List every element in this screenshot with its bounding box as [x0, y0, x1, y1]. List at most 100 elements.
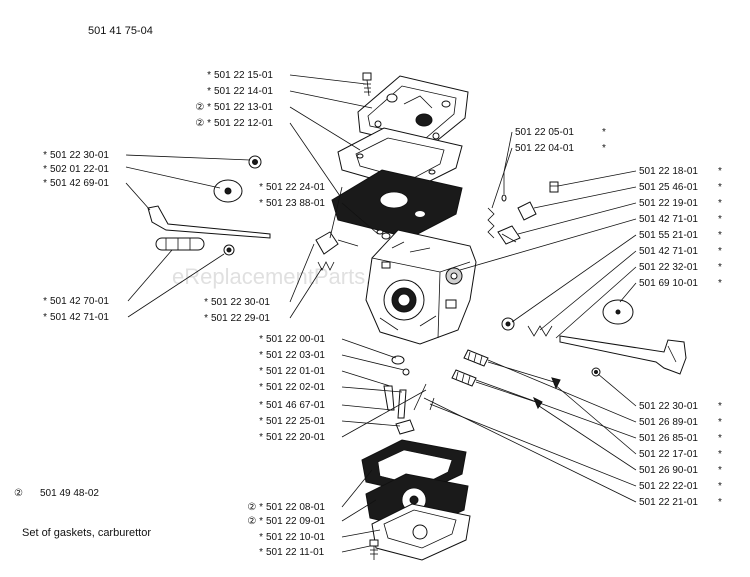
callout-part-number: 501 42 71-01 — [50, 312, 109, 323]
callout-part-number: 501 26 90-01 — [639, 465, 698, 476]
callout-mark: * — [718, 481, 722, 492]
callout-mark: * — [718, 465, 722, 476]
callout-part-number: 501 22 25-01 — [266, 416, 325, 427]
callout-mark: * — [259, 198, 263, 209]
callout-part-number: 501 42 71-01 — [639, 246, 698, 257]
pump-diaphragm — [331, 169, 463, 239]
choke-shaft-assembly — [501, 299, 687, 377]
callout-mark: ② * — [247, 516, 263, 527]
mixture-needles — [451, 349, 561, 410]
callout-mark: * — [259, 532, 263, 543]
callout-mark: * — [43, 164, 47, 175]
callout-part-number: 501 22 14-01 — [214, 86, 273, 97]
callout-part-number: 501 22 04-01 — [515, 143, 574, 154]
leader-lines — [125, 74, 637, 553]
callout-part-number: 501 46 67-01 — [266, 400, 325, 411]
callout-mark: * — [602, 127, 606, 138]
callout-part-number: 501 22 24-01 — [266, 182, 325, 193]
throttle-shaft-assembly — [147, 155, 271, 256]
callout-mark: * — [718, 497, 722, 508]
callout-part-number: 501 26 89-01 — [639, 417, 698, 428]
callout-mark: * — [259, 350, 263, 361]
callout-mark: * — [718, 230, 722, 241]
callout-mark: * — [602, 143, 606, 154]
callout-part-number: 501 22 21-01 — [639, 497, 698, 508]
metering-cover — [371, 503, 471, 561]
callout-part-number: 501 22 12-01 — [214, 118, 273, 129]
callout-mark: * — [259, 547, 263, 558]
callout-part-number: 501 42 71-01 — [639, 214, 698, 225]
callout-mark: * — [43, 312, 47, 323]
jets-and-valves — [383, 355, 435, 435]
callout-part-number: 501 22 10-01 — [266, 532, 325, 543]
callout-part-number: 501 22 29-01 — [211, 313, 270, 324]
callout-mark: * — [259, 382, 263, 393]
callout-mark: ② * — [195, 118, 211, 129]
callout-mark: * — [718, 198, 722, 209]
callout-part-number: 501 25 46-01 — [639, 182, 698, 193]
callout-mark: * — [43, 178, 47, 189]
diagram-number: 501 41 75-04 — [88, 25, 153, 37]
callout-part-number: 501 55 21-01 — [639, 230, 698, 241]
callout-part-number: 501 22 15-01 — [214, 70, 273, 81]
legend-symbol: ② — [14, 488, 23, 499]
callout-part-number: 501 22 13-01 — [214, 102, 273, 113]
cover-screw — [362, 72, 372, 97]
callout-mark: * — [718, 246, 722, 257]
callout-mark: * — [718, 182, 722, 193]
callout-mark: * — [259, 416, 263, 427]
callout-mark: ② * — [195, 102, 211, 113]
callout-mark: ② * — [247, 502, 263, 513]
callout-part-number: 501 22 18-01 — [639, 166, 698, 177]
callout-mark: * — [259, 432, 263, 443]
callout-mark: * — [204, 297, 208, 308]
callout-mark: * — [43, 296, 47, 307]
callout-part-number: 501 22 03-01 — [266, 350, 325, 361]
callout-part-number: 501 42 70-01 — [50, 296, 109, 307]
legend-kit-number: 501 49 48-02 — [40, 488, 99, 499]
callout-part-number: 501 22 30-01 — [639, 401, 698, 412]
callout-mark: * — [204, 313, 208, 324]
legend-kit-label: Set of gaskets, carburettor — [22, 527, 151, 539]
fuel-fittings — [497, 181, 559, 245]
pump-gasket — [337, 127, 463, 191]
callout-mark: * — [718, 262, 722, 273]
callout-part-number: 501 22 01-01 — [266, 366, 325, 377]
callout-mark: * — [259, 182, 263, 193]
callout-part-number: 501 22 09-01 — [266, 516, 325, 527]
callout-mark: * — [259, 334, 263, 345]
callout-part-number: 501 22 30-01 — [50, 150, 109, 161]
callout-part-number: 501 22 30-01 — [211, 297, 270, 308]
callout-mark: * — [718, 417, 722, 428]
idle-screw-assembly — [315, 229, 384, 271]
carburettor-body — [365, 229, 477, 345]
callout-part-number: 501 22 20-01 — [266, 432, 325, 443]
callout-part-number: 501 22 32-01 — [639, 262, 698, 273]
callout-mark: * — [718, 449, 722, 460]
callout-part-number: 501 22 08-01 — [266, 502, 325, 513]
callout-mark: * — [718, 433, 722, 444]
callout-mark: * — [259, 400, 263, 411]
callout-mark: * — [718, 278, 722, 289]
callout-mark: * — [207, 86, 211, 97]
callout-part-number: 501 22 02-01 — [266, 382, 325, 393]
callout-part-number: 501 22 05-01 — [515, 127, 574, 138]
callout-part-number: 501 22 19-01 — [639, 198, 698, 209]
callout-part-number: 501 23 88-01 — [266, 198, 325, 209]
callout-part-number: 501 22 00-01 — [266, 334, 325, 345]
callout-mark: * — [207, 70, 211, 81]
callout-part-number: 501 42 69-01 — [50, 178, 109, 189]
callout-part-number: 502 01 22-01 — [50, 164, 109, 175]
callout-part-number: 501 22 17-01 — [639, 449, 698, 460]
callout-part-number: 501 22 22-01 — [639, 481, 698, 492]
metering-cover-screw — [369, 539, 379, 560]
callout-part-number: 501 69 10-01 — [639, 278, 698, 289]
callout-part-number: 501 26 85-01 — [639, 433, 698, 444]
callout-mark: * — [43, 150, 47, 161]
callout-mark: * — [718, 166, 722, 177]
callout-mark: * — [718, 214, 722, 225]
callout-mark: * — [259, 366, 263, 377]
callout-part-number: 501 22 11-01 — [266, 547, 325, 558]
